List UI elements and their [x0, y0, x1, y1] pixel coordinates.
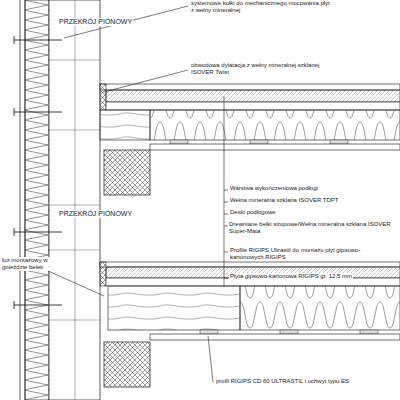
lower-floor: [100, 262, 400, 387]
section-title: PRZEKRÓJ PIONOWY: [58, 210, 133, 218]
layer-label: Wełna mineralna szklana ISOVER TDPT: [229, 197, 340, 204]
layer-label: Płyta gipsowo-kartonowa RIGIPS gr. 12,5 …: [229, 273, 353, 280]
callout-note: luz montażowy w gnieździe belek: [1, 257, 51, 271]
wall: [20, 0, 100, 400]
callout-note: obwodowa dylatacja z wełny mineralnej sz…: [190, 62, 322, 76]
callout-note: profil RIGIPS CD 60 ULTRASTIL i uchwyt t…: [215, 378, 350, 385]
layer-label: Profile RIGIPS Ultrastil do montażu płyt…: [229, 247, 381, 261]
layer-label: Drewniane belki stropowe/Wełna mineralna…: [228, 221, 398, 235]
section-title: PRZEKRÓJ PIONOWY: [58, 18, 133, 26]
layer-label: Deski podłogowe: [229, 209, 277, 216]
layer-label: Warstwa wykończeniowa podłogi: [229, 185, 319, 192]
upper-floor: [100, 84, 400, 195]
callout-note: systemowe kołki do mechanicznego mocowan…: [190, 0, 332, 14]
